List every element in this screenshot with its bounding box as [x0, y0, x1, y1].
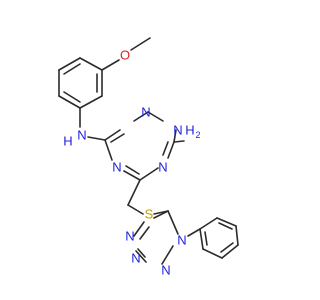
triazine-nitrogen-top-label: N: [141, 105, 150, 120]
bond: [133, 111, 149, 122]
triazine-ring: [104, 111, 177, 181]
bond: [58, 95, 81, 109]
bond: [104, 129, 121, 141]
bond: [216, 217, 237, 227]
amine-nitrogen-label: N: [173, 123, 182, 138]
bond: [139, 167, 159, 181]
tetrazole-nitrogen-3-label: N: [131, 251, 140, 266]
bond: [133, 221, 145, 237]
bond: [130, 37, 151, 51]
double-bond: [218, 222, 233, 230]
double-bond: [220, 242, 234, 253]
bond: [199, 228, 204, 250]
bond: [173, 129, 177, 143]
bond: [167, 141, 175, 159]
tetrazole-nitrogen-2-label: N: [161, 263, 170, 278]
aniline-nitrogen-label: N: [77, 128, 86, 143]
bond: [87, 136, 106, 141]
methoxyphenyl-ring: [58, 57, 103, 109]
bond: [153, 210, 169, 219]
bond: [167, 210, 179, 235]
bond: [79, 57, 103, 71]
triazine-nitrogen-right-label: N: [158, 160, 167, 175]
bond: [79, 95, 103, 109]
methoxy-oxygen-label: O: [120, 48, 130, 63]
tetrazole-ring: [133, 210, 179, 265]
bond: [221, 244, 239, 259]
phenyl-ring: [199, 217, 239, 259]
sulfur-label: S: [145, 207, 154, 222]
bond: [104, 139, 113, 161]
bond: [173, 140, 185, 143]
triazine-nitrogen-left-label: N: [112, 160, 121, 175]
bond: [127, 179, 141, 206]
double-bond: [162, 141, 169, 156]
structure-svg: O N H N N N N H 2 S N N N N: [58, 37, 239, 278]
bond: [187, 228, 201, 237]
bond: [147, 111, 164, 122]
tetrazole-nitrogen-1-label: N: [177, 233, 186, 248]
bond: [202, 248, 223, 259]
double-bond: [139, 226, 150, 240]
bond: [161, 245, 174, 265]
double-bond: [63, 63, 81, 75]
bond: [199, 217, 218, 230]
double-bond: [137, 248, 146, 258]
double-bond: [204, 231, 208, 246]
aniline-hydrogen-label: H: [63, 134, 72, 149]
amine-subscript-label: 2: [195, 130, 200, 140]
molecule-diagram: O N H N N N N H 2 S N N N N: [58, 37, 239, 278]
bond: [135, 250, 147, 263]
tetrazole-nitrogen-4-label: N: [125, 229, 134, 244]
bond: [127, 204, 144, 215]
bond: [58, 57, 81, 71]
amine-hydrogen-label: H: [185, 123, 194, 138]
double-bond: [110, 133, 125, 143]
bond: [101, 59, 120, 71]
bond: [235, 225, 239, 246]
double-bond: [125, 165, 140, 175]
bond: [123, 170, 141, 181]
double-bond: [63, 91, 81, 103]
